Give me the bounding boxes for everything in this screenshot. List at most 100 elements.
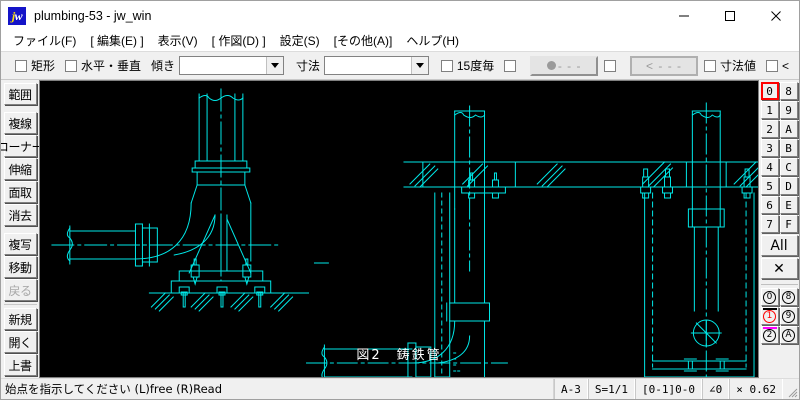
layer-button-5[interactable]: 5 bbox=[760, 177, 779, 195]
layer-button-7[interactable]: 7 bbox=[760, 215, 779, 233]
tilt-label: 傾き bbox=[151, 59, 176, 73]
lt-checkbox-group[interactable]: < bbox=[766, 59, 789, 73]
tool-move[interactable]: 移動 bbox=[3, 256, 37, 278]
layer-group-button-9[interactable]: 9 bbox=[779, 307, 798, 325]
main-area: 範囲 複線 コーナー 伸縮 面取 消去 複写 移動 戻る 新規 開く 上書 bbox=[1, 80, 799, 378]
tool-chamfer[interactable]: 面取 bbox=[3, 181, 37, 203]
chevron-down-icon[interactable] bbox=[265, 57, 283, 74]
deg15-label: 15度毎 bbox=[456, 59, 495, 73]
menu-settings[interactable]: 設定(S) bbox=[279, 34, 320, 48]
layer-button-4[interactable]: 4 bbox=[760, 158, 779, 176]
maximize-button[interactable] bbox=[707, 1, 753, 30]
layer-button-6[interactable]: 6 bbox=[760, 196, 779, 214]
status-zoom[interactable]: × 0.62 bbox=[729, 379, 783, 399]
tool-new[interactable]: 新規 bbox=[3, 308, 37, 330]
minimize-button[interactable] bbox=[661, 1, 707, 30]
arrow-dash-icon: < - - - bbox=[646, 58, 683, 73]
rect-label: 矩形 bbox=[31, 59, 56, 73]
menu-file[interactable]: ファイル(F) bbox=[13, 34, 77, 48]
tool-range[interactable]: 範囲 bbox=[3, 83, 37, 105]
dimension-combobox[interactable] bbox=[323, 56, 429, 75]
layer-button-0[interactable]: 0 bbox=[760, 82, 779, 100]
close-button[interactable] bbox=[753, 1, 799, 30]
menu-help[interactable]: ヘルプ(H) bbox=[406, 34, 460, 48]
toolbar-divider bbox=[3, 304, 37, 305]
rect-checkbox-group[interactable]: 矩形 bbox=[15, 57, 55, 74]
layer-group-colorbar bbox=[762, 308, 777, 310]
tool-trim[interactable]: 伸縮 bbox=[3, 158, 37, 180]
layer-button-c[interactable]: C bbox=[779, 158, 798, 176]
tool-open[interactable]: 開く bbox=[3, 331, 37, 353]
status-bar: 始点を指示してください (L)free (R)Read A-3 S=1/1 [0… bbox=[1, 378, 799, 399]
layer-close-button[interactable]: ✕ bbox=[760, 258, 798, 279]
layer-group-label: 8 bbox=[782, 290, 795, 304]
rect-checkbox[interactable] bbox=[15, 59, 27, 72]
deg15-checkbox[interactable] bbox=[440, 59, 453, 72]
layer-button-3[interactable]: 3 bbox=[760, 139, 779, 157]
tool-copy[interactable]: 複写 bbox=[3, 233, 37, 255]
layer-button-9[interactable]: 9 bbox=[779, 101, 798, 119]
dimension-value[interactable] bbox=[325, 57, 411, 74]
tilt-combobox[interactable] bbox=[179, 56, 284, 75]
menu-draw[interactable]: [ 作図(D) ] bbox=[211, 34, 266, 48]
status-layer[interactable]: [0-1]0-0 bbox=[635, 379, 702, 399]
drawing-caption: 図2 鋳鉄管 bbox=[356, 348, 442, 363]
layer-button-8[interactable]: 8 bbox=[779, 82, 798, 100]
left-toolbar: 範囲 複線 コーナー 伸縮 面取 消去 複写 移動 戻る 新規 開く 上書 bbox=[1, 80, 39, 378]
linestyle-button[interactable]: - - - bbox=[530, 55, 599, 76]
layer-group-button-8[interactable]: 8 bbox=[779, 288, 798, 306]
layer-button-d[interactable]: D bbox=[779, 177, 798, 195]
horizontal-vertical-checkbox[interactable] bbox=[65, 59, 78, 72]
layer-button-e[interactable]: E bbox=[779, 196, 798, 214]
linestyle-checkbox[interactable] bbox=[504, 59, 517, 72]
horizontal-vertical-label: 水平・垂直 bbox=[81, 59, 142, 73]
layer-group-button-0[interactable]: 0 bbox=[760, 288, 779, 306]
status-message: 始点を指示してください (L)free (R)Read bbox=[1, 379, 555, 399]
dot-dash-icon: - - - bbox=[546, 59, 582, 73]
layer-group-label: 1 bbox=[763, 309, 776, 323]
arrowstyle-button[interactable]: < - - - bbox=[630, 55, 698, 76]
tilt-value[interactable] bbox=[180, 57, 266, 74]
menu-other[interactable]: [その他(A)] bbox=[333, 34, 393, 48]
lt-checkbox[interactable] bbox=[766, 59, 778, 72]
arrowstyle-checkbox[interactable] bbox=[604, 59, 617, 72]
status-angle[interactable]: ∠0 bbox=[702, 379, 730, 399]
deg15-checkbox-group[interactable]: 15度毎 bbox=[440, 57, 495, 74]
layer-button-a[interactable]: A bbox=[779, 120, 798, 138]
tool-erase[interactable]: 消去 bbox=[3, 204, 37, 226]
menu-view[interactable]: 表示(V) bbox=[157, 34, 198, 48]
jw-app-icon: jw bbox=[8, 6, 26, 25]
layer-group-button-1[interactable]: 1 bbox=[760, 307, 779, 325]
dimvalue-checkbox[interactable] bbox=[703, 59, 716, 72]
menu-edit[interactable]: [ 編集(E) ] bbox=[90, 34, 144, 48]
right-toolbar: 0 8 1 9 2 A 3 B 4 C 5 D 6 E 7 F All ✕ bbox=[759, 80, 799, 378]
resize-grip-icon[interactable] bbox=[783, 379, 799, 399]
status-scale[interactable]: S=1/1 bbox=[587, 379, 636, 399]
linestyle-checkbox-group[interactable] bbox=[504, 59, 520, 72]
status-papersize[interactable]: A-3 bbox=[554, 379, 588, 399]
tool-undo: 戻る bbox=[3, 279, 37, 301]
tool-save[interactable]: 上書 bbox=[3, 354, 37, 376]
layer-button-b[interactable]: B bbox=[779, 139, 798, 157]
layer-all-button[interactable]: All bbox=[760, 235, 798, 256]
dimvalue-label: 寸法値 bbox=[719, 59, 756, 73]
layer-button-2[interactable]: 2 bbox=[760, 120, 779, 138]
horizontal-vertical-checkbox-group[interactable]: 水平・垂直 bbox=[65, 57, 141, 74]
layer-group-grid: 0 8 1 9 2 A bbox=[760, 288, 798, 344]
layer-button-1[interactable]: 1 bbox=[760, 101, 779, 119]
chevron-down-icon[interactable] bbox=[410, 57, 428, 74]
window-title: plumbing-53 - jw_win bbox=[34, 8, 152, 23]
dimension-label: 寸法 bbox=[295, 59, 320, 73]
tool-corner[interactable]: コーナー bbox=[1, 135, 39, 157]
arrowstyle-checkbox-group[interactable] bbox=[604, 59, 620, 72]
layer-button-f[interactable]: F bbox=[779, 215, 798, 233]
tool-parallel[interactable]: 複線 bbox=[3, 112, 37, 134]
layer-group-label: 2 bbox=[763, 328, 776, 342]
layer-group-button-a[interactable]: A bbox=[779, 326, 798, 344]
cad-canvas[interactable]: 図2 鋳鉄管 bbox=[39, 80, 759, 378]
layer-button-grid: 0 8 1 9 2 A 3 B 4 C 5 D 6 E 7 F bbox=[760, 82, 798, 233]
dimvalue-checkbox-group[interactable]: 寸法値 bbox=[703, 57, 756, 74]
layer-group-button-2[interactable]: 2 bbox=[760, 326, 779, 344]
option-bar: 矩形 水平・垂直 傾き 寸法 15度毎 - - - bbox=[1, 52, 799, 80]
